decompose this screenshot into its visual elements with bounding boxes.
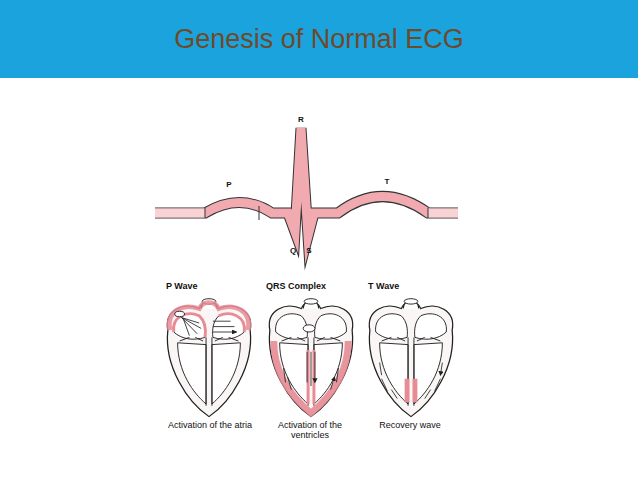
- wave-letter: R: [294, 115, 308, 124]
- wave-letter: P: [222, 180, 236, 189]
- wave-heading: T Wave: [368, 281, 428, 291]
- wave-heading: QRS Complex: [266, 281, 346, 291]
- wave-letter: S: [303, 246, 315, 255]
- heart-caption: Activation of the atria: [150, 420, 270, 430]
- slide-title: Genesis of Normal ECG: [0, 0, 638, 78]
- wave-heading: P Wave: [166, 281, 226, 291]
- wave-letter: T: [380, 177, 394, 186]
- heart-caption: Recovery wave: [362, 420, 458, 430]
- heart-caption: Activation of the ventricles: [262, 420, 358, 441]
- wave-letter: Q: [287, 246, 299, 255]
